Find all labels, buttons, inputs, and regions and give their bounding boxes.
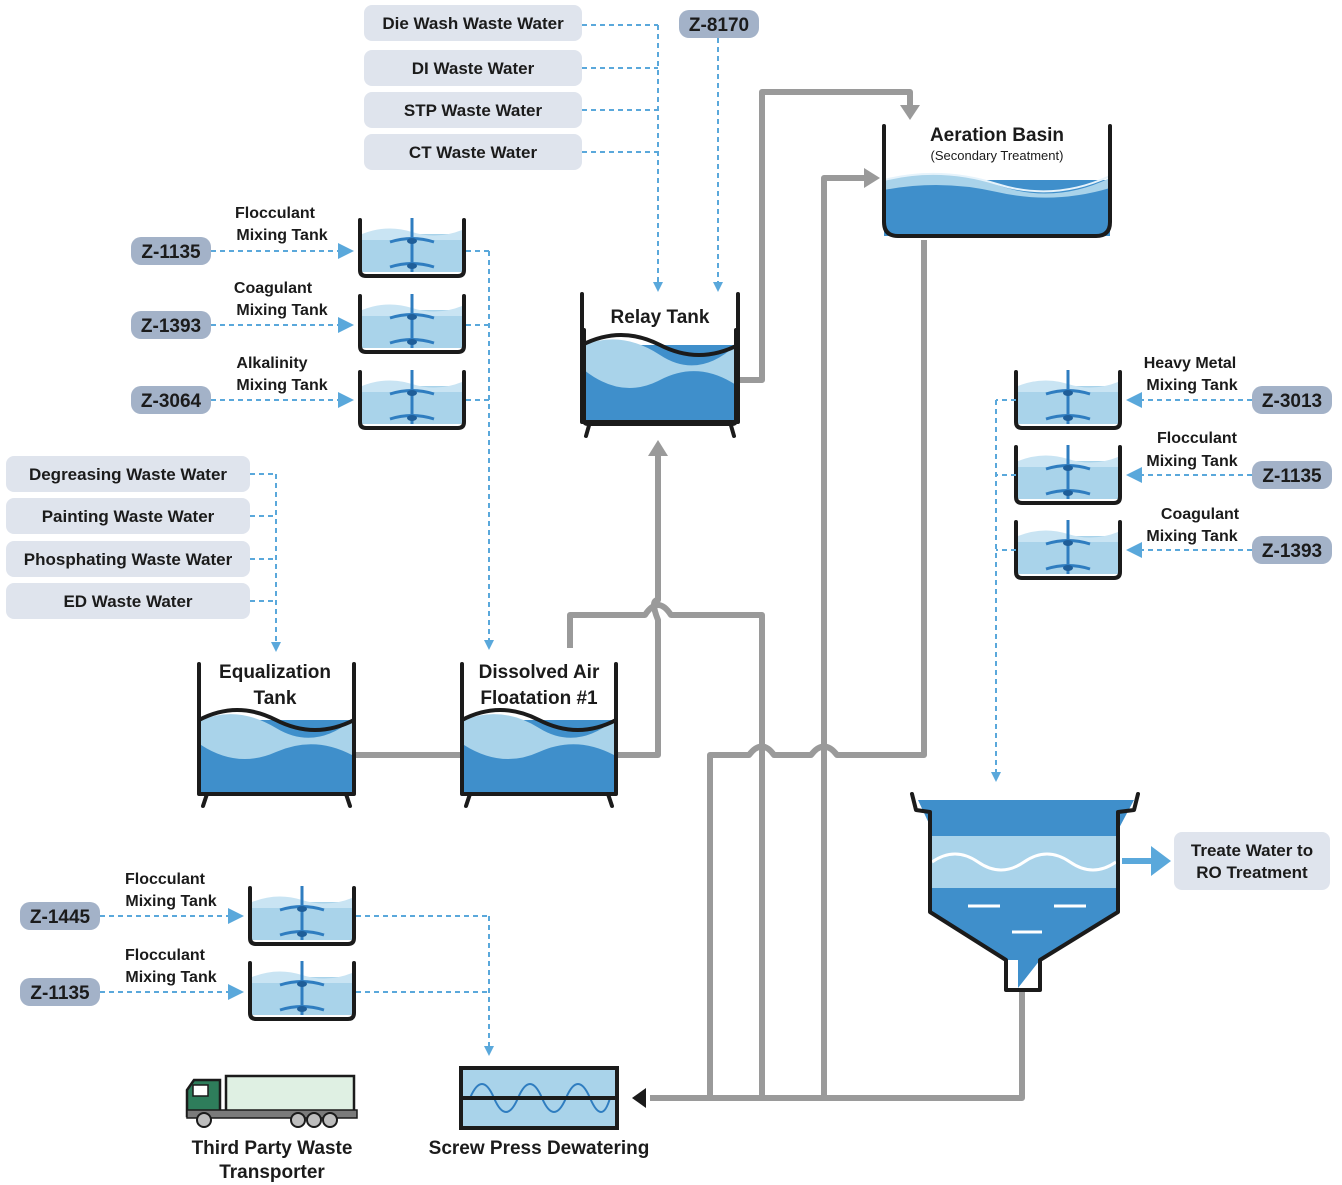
relay-tank: Relay Tank — [580, 292, 740, 438]
mixer-label: Mixing Tank — [125, 969, 216, 986]
flow-arrow — [713, 282, 723, 292]
tag-label: Z-1135 — [141, 242, 201, 263]
tag-label: Z-1393 — [1262, 541, 1322, 562]
input-box — [364, 5, 582, 41]
mixer-label: Mixing Tank — [1146, 453, 1237, 470]
tag-z1135 — [1252, 461, 1332, 489]
mixer-tank-icon — [1014, 518, 1122, 580]
mixer-tank-icon — [1014, 443, 1122, 505]
mixer-label: Alkalinity — [236, 355, 307, 372]
daf-label: Floatation #1 — [480, 688, 598, 709]
truck-icon: Third Party Waste Transporter — [185, 1074, 358, 1183]
flow-left-inputs — [250, 473, 277, 642]
input-box — [364, 134, 582, 170]
mixer-label: Flocculant — [125, 871, 206, 888]
tag-z3064 — [131, 386, 211, 414]
tag-label: Z-1445 — [30, 907, 91, 928]
flow-arrow — [653, 282, 663, 292]
input-label: Phosphating Waste Water — [24, 550, 233, 569]
pipe-arrow-screw — [632, 1088, 646, 1108]
relay-tank-label: Relay Tank — [611, 307, 710, 328]
tag-label: Z-8170 — [689, 15, 749, 36]
bottom-mixing-group: Z-1445 Flocculant Mixing Tank Z-1135 Flo… — [20, 871, 494, 1056]
pipe-aeration-return — [707, 240, 927, 1098]
transporter-label: Third Party Waste — [192, 1138, 353, 1159]
flow-left-mixers — [466, 250, 490, 640]
pipe-arrow-recycle — [864, 168, 880, 188]
input-label: STP Waste Water — [404, 101, 543, 120]
aeration-title: Aeration Basin — [930, 125, 1064, 146]
mixer-label: Mixing Tank — [236, 227, 327, 244]
input-label: Die Wash Waste Water — [382, 14, 564, 33]
tag-z1135 — [131, 237, 211, 265]
tag-label: Z-1135 — [1262, 466, 1322, 487]
mixer-label: Mixing Tank — [1146, 377, 1237, 394]
pipe-arrow-relay — [648, 440, 668, 456]
input-label: DI Waste Water — [412, 59, 535, 78]
tag-label: Z-3064 — [141, 391, 202, 412]
tag-label: Z-1393 — [141, 316, 201, 337]
mixer-label: Mixing Tank — [236, 377, 327, 394]
pipe-recycle-to-aeration — [821, 175, 866, 1098]
top-input-boxes: Die Wash Waste Water DI Waste Water STP … — [364, 5, 582, 170]
tag-label: Z-1135 — [30, 983, 90, 1004]
mixer-label: Mixing Tank — [125, 893, 216, 910]
outflow-arrow — [1122, 846, 1171, 876]
right-mixing-group: Heavy Metal Mixing Tank Z-3013 Flocculan… — [991, 355, 1332, 782]
mixer-tank-icon — [248, 959, 356, 1021]
mixer-tank-icon — [358, 292, 466, 354]
left-input-boxes: Degreasing Waste Water Painting Waste Wa… — [6, 456, 250, 619]
pipe-arrow-aeration — [900, 105, 920, 120]
flow-right-mixers — [995, 399, 1016, 772]
tag-z1393 — [131, 311, 211, 339]
input-label: ED Waste Water — [63, 592, 192, 611]
mixer-label: Coagulant — [234, 280, 313, 297]
input-label: CT Waste Water — [409, 143, 538, 162]
pipe-daf-sludge — [567, 602, 765, 1098]
equalization-label: Equalization — [219, 662, 331, 683]
mixer-label: Coagulant — [1161, 506, 1240, 523]
transporter-label: Transporter — [219, 1162, 325, 1183]
aeration-basin: Aeration Basin (Secondary Treatment) — [882, 124, 1112, 238]
flow-top-inputs — [582, 24, 659, 284]
tag-z1393 — [1252, 536, 1332, 564]
input-box — [364, 50, 582, 86]
flow-bottom-mixers — [356, 915, 490, 1046]
tag-z1445 — [20, 902, 100, 930]
tag-z1135 — [20, 978, 100, 1006]
ro-output-label: Treate Water to — [1191, 841, 1313, 860]
tag-label: Z-3013 — [1262, 391, 1322, 412]
screw-press-icon: Screw Press Dewatering — [429, 1066, 650, 1159]
pipe-relay-to-aeration — [738, 89, 913, 383]
daf-label: Dissolved Air — [479, 662, 600, 683]
screw-press-label: Screw Press Dewatering — [429, 1138, 650, 1159]
mixer-label: Flocculant — [1157, 430, 1238, 447]
left-mixing-group: Z-1135 Flocculant Mixing Tank Z-1393 Coa… — [131, 205, 494, 650]
aeration-subtitle: (Secondary Treatment) — [931, 148, 1064, 163]
input-label: Painting Waste Water — [42, 507, 215, 526]
mixer-tank-icon — [248, 884, 356, 946]
mixer-label: Flocculant — [125, 947, 206, 964]
tag-z3013 — [1252, 386, 1332, 414]
mixer-tank-icon — [358, 216, 466, 278]
clarifier-icon — [910, 792, 1140, 992]
equalization-tank: Equalization Tank — [197, 662, 356, 808]
mixer-label: Flocculant — [235, 205, 316, 222]
equalization-label: Tank — [254, 688, 297, 709]
mixer-label: Mixing Tank — [1146, 528, 1237, 545]
input-box — [364, 92, 582, 128]
ro-output-label: RO Treatment — [1196, 863, 1308, 882]
tag-z8170 — [679, 10, 759, 38]
mixer-label: Heavy Metal — [1144, 355, 1237, 372]
input-label: Degreasing Waste Water — [29, 465, 227, 484]
pipe-sludge-collector — [650, 990, 1025, 1101]
mixer-label: Mixing Tank — [236, 302, 327, 319]
mixer-tank-icon — [1014, 368, 1122, 430]
mixer-tank-icon — [358, 368, 466, 430]
pipe-daf-to-relay — [616, 452, 661, 758]
daf-tank: Dissolved Air Floatation #1 — [460, 662, 618, 808]
ro-output-box — [1174, 832, 1330, 890]
